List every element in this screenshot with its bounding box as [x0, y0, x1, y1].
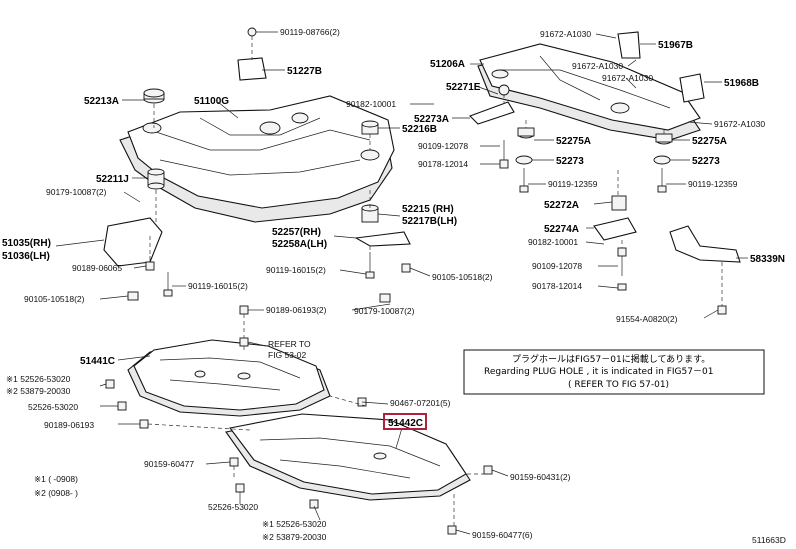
- callout-52526-53020-b: 52526-53020: [208, 502, 258, 512]
- callout-52216B: 52216B: [402, 124, 437, 135]
- callout-90119-12359-b: 90119-12359: [688, 179, 738, 189]
- callout-90182-10001-b: 90182-10001: [528, 237, 578, 247]
- refer-fig-label: FIG 53-02: [268, 350, 307, 360]
- plug-hole-note: プラグホールはFIG57－01に掲載してあります。 Regarding PLUG…: [463, 349, 765, 395]
- note-line-1: プラグホールはFIG57－01に掲載してあります。: [512, 353, 710, 365]
- callout-90189-06193-a: 90189-06193(2): [266, 305, 327, 315]
- leader-lines: [55, 31, 748, 535]
- under-cover-51442C: [225, 413, 471, 501]
- callout-s1-52526: ※1 52526-53020: [6, 374, 71, 384]
- callout-51206A: 51206A: [430, 59, 465, 70]
- callout-51227B: 51227B: [287, 66, 322, 77]
- callout-90159-60477-a: 90159-60477: [144, 459, 194, 469]
- callout-90105-10518-b: 90105-10518(2): [432, 272, 493, 282]
- callout-91672-A1030-c: 91672-A1030: [602, 73, 653, 83]
- callout-51968B: 51968B: [724, 78, 759, 89]
- callout-90178-12014-b: 90178-12014: [532, 281, 582, 291]
- callout-s2-53879: ※2 53879-20030: [6, 386, 71, 396]
- callout-90159-60431: 90159-60431(2): [510, 472, 571, 482]
- callout-90179-10087-b: 90179-10087(2): [354, 306, 415, 316]
- cushion-52273: [515, 155, 671, 165]
- under-cover-51441C: [127, 339, 331, 417]
- callout-90119-16015-a: 90119-16015(2): [188, 281, 248, 291]
- bolts-front: [127, 252, 411, 303]
- callout-51035: 51035(RH): [2, 238, 51, 249]
- callout-51100G: 51100G: [194, 96, 229, 107]
- callout-52273-a: 52273: [556, 156, 584, 167]
- callout-90119-16015-b: 90119-16015(2): [266, 265, 326, 275]
- callout-52215: 52215 (RH): [402, 204, 454, 215]
- callout-52526-53020-a: 52526-53020: [28, 402, 78, 412]
- callout-52211J: 52211J: [96, 174, 129, 185]
- front-crossmember-51100G: [119, 95, 395, 223]
- brace-51035: [103, 217, 163, 267]
- legend-line-2: ※2 (0908- ): [34, 488, 78, 498]
- arm-52274A: [593, 195, 637, 241]
- cushion-52213A: [143, 88, 165, 104]
- callout-52274A: 52274A: [544, 224, 579, 235]
- callout-90179-10087-a: 90179-10087(2): [46, 187, 107, 197]
- callout-51441C: 51441C: [80, 356, 115, 367]
- callout-90182-10001-a: 90182-10001: [346, 99, 396, 109]
- refer-to-label: REFER TO: [268, 339, 311, 349]
- bracket-51968B: [679, 73, 705, 103]
- callout-58339N: 58339N: [750, 254, 785, 265]
- callout-52273A: 52273A: [414, 114, 449, 125]
- bracket-58339N: [669, 225, 741, 263]
- brace-52257: [354, 231, 411, 247]
- rear-crossmember-51206A: [477, 43, 701, 141]
- callout-s1-52526-b: ※1 52526-53020: [262, 519, 327, 529]
- bracket-51967B: [617, 31, 641, 59]
- callout-52272A: 52272A: [544, 200, 579, 211]
- legend-line-1: ※1 ( -0908): [34, 474, 78, 484]
- callout-51967B: 51967B: [658, 40, 693, 51]
- callout-52257: 52257(RH): [272, 227, 321, 238]
- callout-90119-12359-a: 90119-12359: [548, 179, 598, 189]
- callout-90119-08766: 90119-08766(2): [280, 27, 340, 37]
- callout-91672-A1030-b: 91672-A1030: [572, 61, 623, 71]
- callout-90109-12078-a: 90109-12078: [418, 141, 468, 151]
- note-line-3: ( REFER TO FIG 57-01): [568, 380, 669, 390]
- highlight-box-51442C: [383, 413, 427, 430]
- callout-90178-12014-a: 90178-12014: [418, 159, 468, 169]
- cushion-52216B: [361, 120, 379, 135]
- callout-52258A: 52258A(LH): [272, 239, 327, 250]
- callout-90105-10518-a: 90105-10518(2): [24, 294, 85, 304]
- callout-91554-A0820: 91554-A0820(2): [616, 314, 678, 324]
- callout-91672-A1030-a: 91672-A1030: [540, 29, 591, 39]
- callout-90109-12078-b: 90109-12078: [532, 261, 582, 271]
- callout-51036: 51036(LH): [2, 251, 50, 262]
- note-line-2: Regarding PLUG HOLE , it is indicated in…: [484, 367, 713, 377]
- callout-s2-53879-b: ※2 53879-20030: [262, 532, 327, 542]
- callout-52273-b: 52273: [692, 156, 720, 167]
- callout-90189-06065: 90189-06065: [72, 263, 122, 273]
- callout-51442C: 51442C: [388, 418, 423, 429]
- callout-52271E: 52271E: [446, 82, 481, 93]
- callout-52217B: 52217B(LH): [402, 216, 457, 227]
- callout-91672-A1030-d: 91672-A1030: [714, 119, 765, 129]
- diagram-id: 511663D: [752, 535, 786, 545]
- callout-52275A-b: 52275A: [692, 136, 727, 147]
- note-box: [463, 349, 765, 395]
- bolts-rear: [499, 140, 727, 315]
- callout-90159-60477-b: 90159-60477(6): [472, 530, 533, 540]
- callout-90189-06193-b: 90189-06193: [44, 420, 94, 430]
- cushion-52211J: [147, 168, 165, 190]
- callout-52213A: 52213A: [84, 96, 119, 107]
- callout-52275A-a: 52275A: [556, 136, 591, 147]
- callout-90467-07201: 90467-07201(5): [390, 398, 451, 408]
